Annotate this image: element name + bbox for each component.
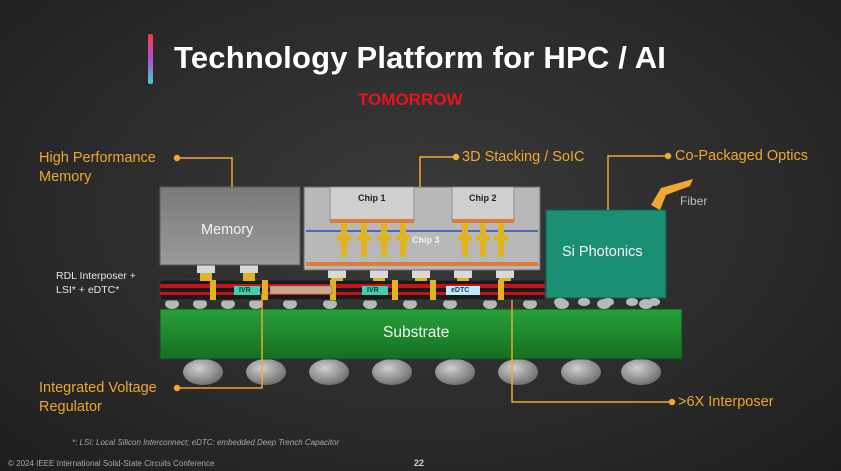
ivr-tag-left (234, 286, 260, 295)
footnote: *: LSI: Local Silicon Interconnect; eDTC… (72, 438, 340, 447)
footer-copyright: © 2024 IEEE International Solid-State Ci… (8, 459, 215, 468)
callout-hbm-line2: Memory (39, 169, 92, 185)
chip1-label: Chip 1 (358, 193, 386, 203)
substrate-block (159, 308, 683, 360)
edtc-tag-label: eDTC (451, 287, 470, 294)
callout-lines (173, 152, 676, 406)
callout-hbm-line1: High Performance (39, 150, 156, 166)
page-number: 22 (414, 458, 425, 468)
slide-title: Technology Platform for HPC / AI (174, 40, 667, 75)
ivr-tag-left-label: IVR (239, 287, 251, 294)
ivr-tag-right (362, 286, 388, 295)
soic-stack (303, 186, 541, 271)
rdl-label-line2: LSI* + eDTC* (56, 284, 120, 296)
lsi-bridge (269, 285, 333, 295)
callout-ivr-line1: Integrated Voltage (39, 380, 157, 396)
solder-ball (246, 359, 286, 385)
slide-subtitle: TOMORROW (358, 90, 463, 109)
solder-ball (498, 359, 538, 385)
solder-ball (372, 359, 412, 385)
callout-ivr-line2: Regulator (39, 399, 102, 415)
bga-balls (183, 359, 661, 385)
memory-label: Memory (201, 222, 254, 238)
si-photonics-block (545, 209, 667, 299)
fiber-shape (651, 179, 693, 210)
callout-stacking: 3D Stacking / SoIC (462, 149, 585, 165)
photonics-bumps (554, 298, 660, 306)
micro-bumps (197, 265, 514, 281)
memory-block (159, 186, 301, 266)
chip2-label: Chip 2 (469, 193, 497, 203)
chip3-block (306, 262, 538, 266)
title-accent-bar (148, 34, 153, 84)
solder-ball (183, 359, 223, 385)
ivr-tag-right-label: IVR (367, 287, 379, 294)
chip3-label: Chip 3 (412, 235, 440, 245)
callout-interposer: >6X Interposer (678, 394, 774, 410)
solder-ball (435, 359, 475, 385)
rdl-label-line1: RDL Interposer + (56, 270, 136, 282)
substrate-label: Substrate (383, 324, 450, 341)
si-photonics-label: Si Photonics (562, 244, 643, 260)
rdl-interposer (159, 279, 546, 301)
edtc-tag (446, 286, 480, 295)
solder-ball (309, 359, 349, 385)
callout-cpo: Co-Packaged Optics (675, 148, 808, 164)
solder-ball (561, 359, 601, 385)
c4-bumps (165, 299, 653, 309)
fiber-label: Fiber (680, 194, 708, 208)
chip2-block (451, 186, 515, 222)
solder-ball (621, 359, 661, 385)
chip1-block (329, 186, 415, 222)
